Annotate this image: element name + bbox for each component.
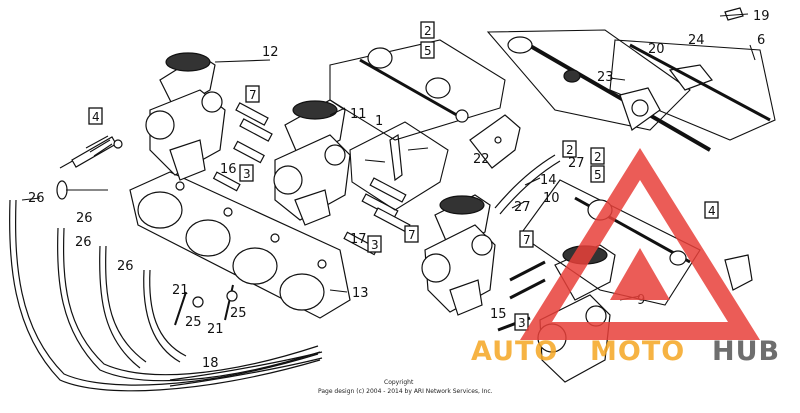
link-plate-1: [349, 121, 449, 211]
callout-21a: 21: [172, 283, 189, 298]
callout-26c: 26: [75, 235, 92, 250]
boxed-callout-5a: 5: [424, 44, 432, 58]
watermark-text-hub: HUB: [712, 336, 780, 367]
watermark-text-moto: MOTO: [590, 336, 685, 367]
callout-19: 19: [753, 9, 770, 24]
boxed-callout-7c: 7: [523, 233, 531, 247]
boxed-callout-3a: 3: [243, 167, 251, 181]
boxed-callout-7b: 7: [408, 228, 416, 242]
callout-23: 23: [597, 70, 614, 85]
boxed-callout-7a: 7: [249, 88, 257, 102]
carburetor-insulator-13: [129, 171, 351, 319]
callout-26d: 26: [117, 259, 134, 274]
copyright-notice: Copyright Page design (c) 2004 - 2014 by…: [318, 379, 493, 395]
callout-26a: 26: [28, 191, 45, 206]
watermark-logo: AUTO MOTO HUB: [471, 148, 780, 367]
callout-26b: 26: [76, 211, 93, 226]
callout-15: 15: [490, 307, 507, 322]
callout-21b: 21: [207, 322, 224, 337]
boxed-callout-2b: 2: [566, 143, 574, 157]
boxed-callouts: 2 5 7 4 3 3 7 2 2 5 4 7 3: [88, 21, 719, 331]
choke-shaft-assembly: [486, 7, 776, 152]
callout-17: 17: [350, 232, 367, 247]
boxed-callout-4b: 4: [708, 204, 716, 218]
callout-24: 24: [688, 33, 705, 48]
carburetor-lower-left: [421, 154, 561, 316]
watermark-triangle-icon: [520, 148, 760, 340]
throttle-arm-22: [469, 114, 521, 169]
copyright-line-1: Copyright: [384, 379, 414, 386]
fuel-hoses: [9, 199, 323, 392]
callout-20: 20: [648, 42, 665, 57]
callout-16: 16: [220, 162, 237, 177]
callout-27b: 27: [514, 200, 531, 215]
callout-13: 13: [352, 286, 369, 301]
pilot-screw-assembly: [56, 135, 123, 200]
boxed-callout-5b: 5: [594, 168, 602, 182]
callout-27a: 27: [568, 156, 585, 171]
callout-25b: 25: [230, 306, 247, 321]
callout-18: 18: [202, 356, 219, 371]
boxed-callout-3c: 3: [518, 316, 526, 330]
callout-12: 12: [262, 45, 279, 60]
callout-1: 1: [375, 114, 383, 129]
callout-11: 11: [350, 107, 367, 122]
boxed-callout-4a: 4: [92, 110, 100, 124]
throttle-shaft-assembly: [329, 39, 506, 141]
boxed-callout-2c: 2: [594, 150, 602, 164]
callout-labels: 1 6 9 10 11 12 13 14 15 16 17 18 19 20 2…: [28, 9, 770, 371]
watermark-text-auto: AUTO: [471, 336, 558, 367]
misc-small-parts: [174, 260, 546, 332]
callout-9: 9: [637, 293, 645, 308]
carburetor-12: [145, 52, 226, 181]
copyright-line-2: Page design (c) 2004 - 2014 by ARI Netwo…: [318, 388, 493, 395]
callout-14: 14: [540, 173, 557, 188]
callout-6: 6: [757, 33, 765, 48]
boxed-callout-2a: 2: [424, 24, 432, 38]
callout-10: 10: [543, 191, 560, 206]
boxed-callout-3b: 3: [371, 238, 379, 252]
carburetor-11: [273, 99, 351, 226]
callout-25a: 25: [185, 315, 202, 330]
callout-22: 22: [473, 152, 490, 167]
